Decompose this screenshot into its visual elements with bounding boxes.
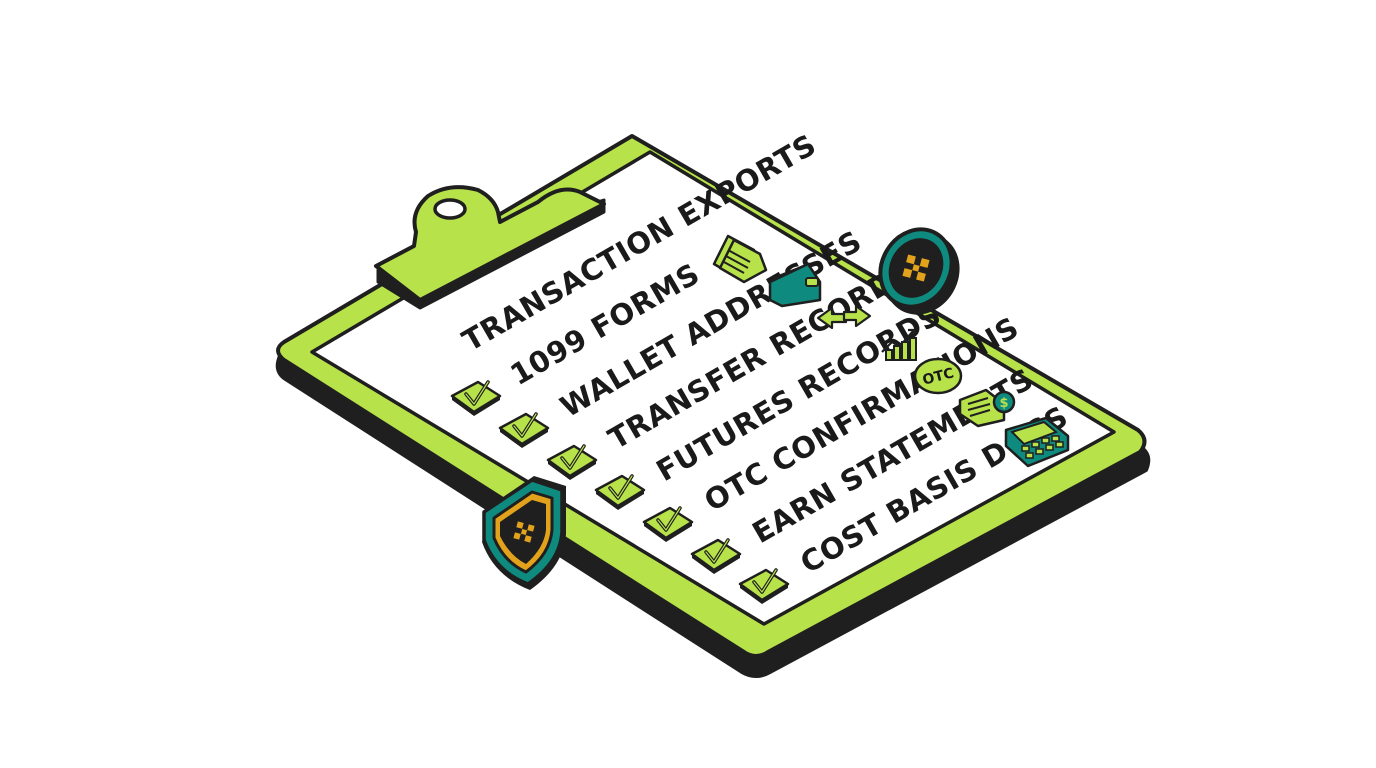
clip-hole: [433, 198, 467, 220]
svg-text:$: $: [999, 396, 1008, 411]
invoice-dollar-icon: $: [958, 388, 1016, 428]
checkbox-transfer-records[interactable]: [546, 444, 598, 480]
transfer-arrows-icon: [816, 304, 872, 330]
checkbox-futures-records[interactable]: [594, 474, 646, 510]
documents-icon: [712, 234, 768, 284]
checkbox-column: [450, 380, 790, 604]
checkbox-cost-basis-docs[interactable]: [738, 568, 790, 604]
checkbox-otc-confirmations[interactable]: [642, 506, 694, 542]
checklist-labels: TRANSACTION EXPORTS 1099 FORMS WALLET AD…: [457, 127, 1074, 580]
growth-chart-icon: [881, 328, 917, 361]
wallet-icon: [768, 262, 822, 308]
otc-badge-label: OTC: [921, 365, 956, 388]
clipboard-clip: [374, 185, 606, 310]
checkbox-1099-forms[interactable]: [450, 380, 502, 416]
calculator-icon: [1004, 416, 1070, 468]
checkbox-earn-statements[interactable]: [690, 538, 742, 574]
shield-logo-icon: [482, 476, 566, 590]
exchange-coin-icon: [878, 227, 960, 315]
checkbox-wallet-addresses[interactable]: [498, 412, 550, 448]
otc-badge-icon: OTC: [913, 357, 963, 395]
clip-body: [374, 185, 606, 302]
